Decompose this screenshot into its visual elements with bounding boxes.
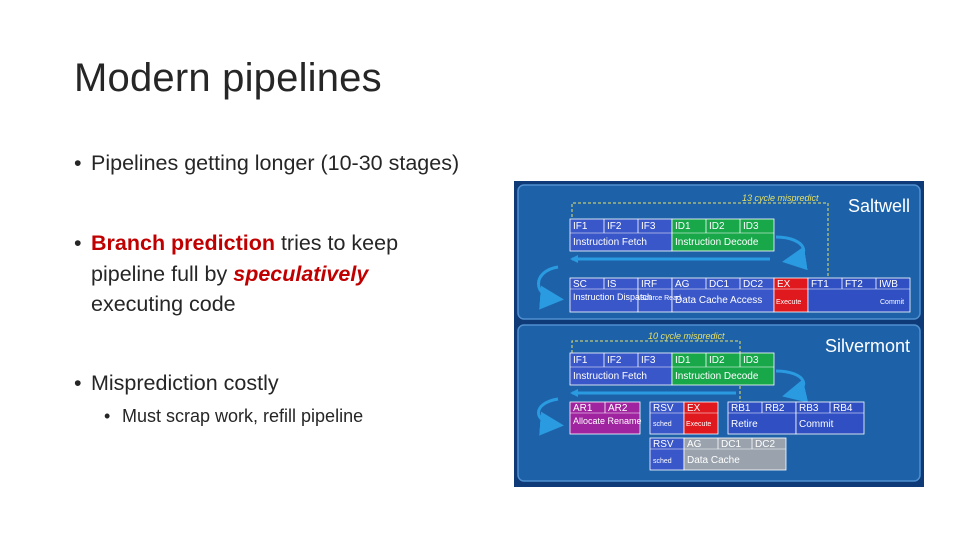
group-label: Retire [731,419,758,430]
group-label: Allocate Rename [573,416,642,426]
speculatively-term: speculatively [233,262,369,286]
pipeline-diagram: Saltwell 13 cycle mispredict IF1 IF2 IF3… [514,181,924,487]
silvermont-row2: AR1 AR2 RSV EX RB1 RB2 RB3 RB4 Allocate … [569,401,865,435]
stage-label: IS [607,279,617,290]
group-label: sched [653,458,672,465]
silvermont-row3: RSV AG DC1 DC2 sched Data Cache [649,437,787,471]
stage-label: DC2 [743,279,763,290]
stage-label: AR2 [608,403,628,414]
group-label: Execute [776,299,801,306]
bullet-2-line1: tries to keep [274,231,399,255]
silvermont-mispredict-label: 10 cycle mispredict [648,331,725,341]
stage-label: ID2 [709,221,725,232]
sub-bullet-text: Must scrap work, refill pipeline [122,406,364,426]
flow-arrow [775,369,809,403]
stage-label: ID1 [675,221,691,232]
stage-label: IRF [641,279,657,290]
stage-label: ID2 [709,355,725,366]
saltwell-label: Saltwell [848,196,910,216]
bullet-dot: • [74,151,82,175]
silvermont-row1: IF1 IF2 IF3 ID1 ID2 ID3 Instruction Fetc… [569,352,775,386]
group-label: Execute [686,421,711,428]
stage-label: RB2 [765,403,785,414]
group-label: sched [653,421,672,428]
stage-label: AG [687,439,702,450]
saltwell-row2: SC IS IRF AG DC1 DC2 EX FT1 FT2 IWB Inst… [569,277,911,313]
stage-label: IF2 [607,221,622,232]
bullet-dot: • [74,371,82,395]
bullet-2-line3: executing code [91,292,236,316]
silvermont-label: Silvermont [825,336,910,356]
group-label: Instruction Fetch [573,371,647,382]
stage-label: AG [675,279,690,290]
stage-label: SC [573,279,587,290]
stage-label: IF2 [607,355,622,366]
bullet-3-text: Misprediction costly [91,371,279,395]
stage-label: RB4 [833,403,853,414]
loop-arrow [537,265,564,310]
group-label: Source Read [640,295,681,302]
stage-label: ID1 [675,355,691,366]
stage-label: IF3 [641,221,656,232]
bullet-dot: • [104,406,111,426]
bullet-2-line2: pipeline full by [91,262,234,286]
stage-label: FT1 [811,279,829,290]
bullet-dot: • [74,231,82,255]
saltwell-row1: IF1 IF2 IF3 ID1 ID2 ID3 Instruction Fetc… [569,218,775,252]
branch-prediction-term: Branch prediction [91,231,275,255]
group-label: Data Cache Access [675,295,762,306]
stage-label: AR1 [573,403,593,414]
stage-label: IWB [879,279,898,290]
stage-label: IF3 [641,355,656,366]
stage-label: IF1 [573,221,588,232]
group-label: Commit [880,299,904,306]
stage-label: ID3 [743,355,759,366]
stage-label: RSV [653,403,674,414]
group-label: Instruction Dispatch [573,292,652,302]
stage-label: RSV [653,439,674,450]
stage-label: ID3 [743,221,759,232]
stage-label: FT2 [845,279,863,290]
slide-title: Modern pipelines [74,56,382,100]
saltwell-mispredict-label: 13 cycle mispredict [742,193,819,203]
stage-label: IF1 [573,355,588,366]
bullet-1-text: Pipelines getting longer (10-30 stages) [91,151,460,175]
stage-label: EX [687,403,701,414]
loop-arrow [537,397,564,436]
stage-label: RB1 [731,403,751,414]
stage-label: RB3 [799,403,819,414]
group-label: Instruction Fetch [573,237,647,248]
group-label: Instruction Decode [675,371,759,382]
group-label: Instruction Decode [675,237,759,248]
stage-label: EX [777,279,791,290]
stage-label: DC2 [755,439,775,450]
stage-label: DC1 [721,439,741,450]
stage-label: DC1 [709,279,729,290]
group-label: Data Cache [687,455,740,466]
flow-arrow [775,235,808,271]
group-label: Commit [799,419,834,430]
